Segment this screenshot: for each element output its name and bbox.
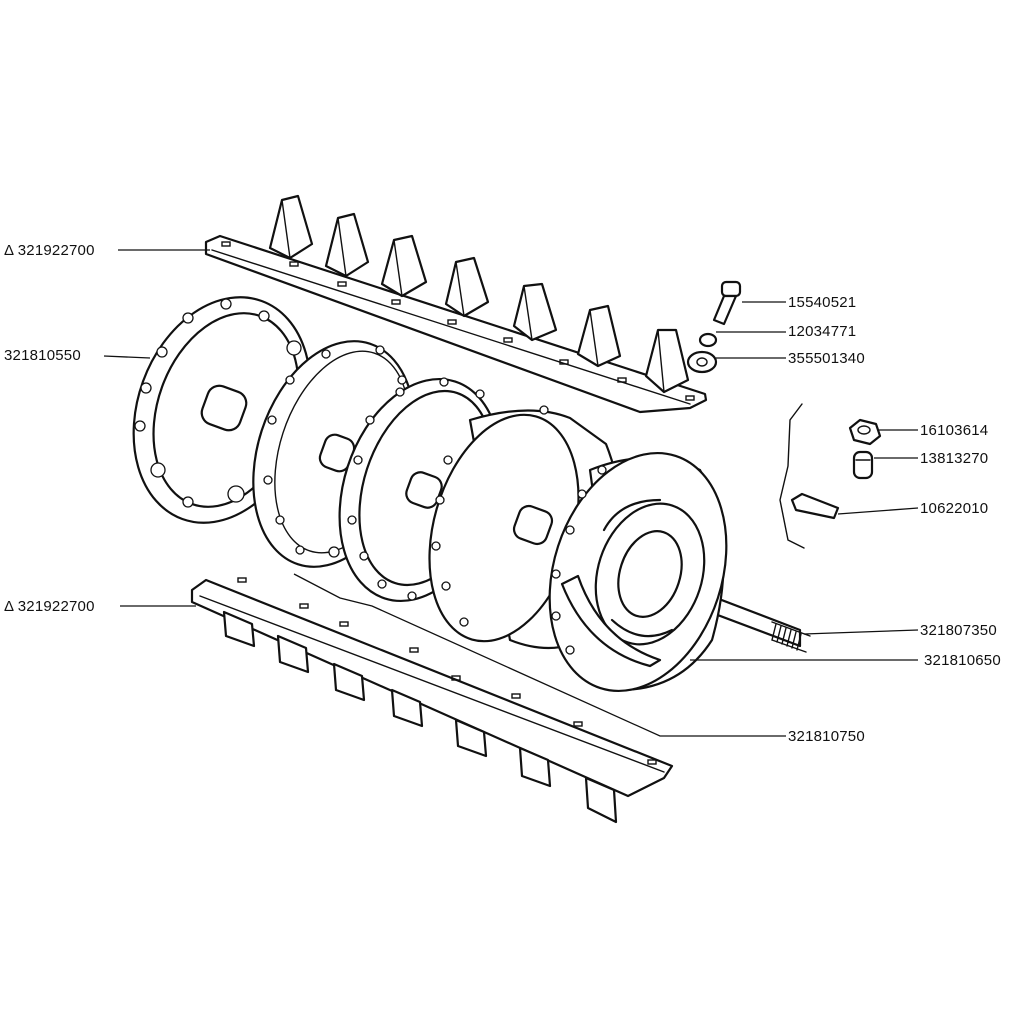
label-shaft: 321807350	[920, 622, 997, 639]
front-disc	[548, 452, 728, 692]
label-bolt: 15540521	[788, 294, 856, 311]
bottom-toothed-strip	[190, 577, 674, 824]
washer	[686, 350, 718, 374]
label-left-ring: 321810550	[4, 347, 81, 364]
label-bottom-strip: Δ 321922700	[4, 598, 95, 615]
label-key: 10622010	[920, 500, 988, 517]
shaft-thread	[771, 623, 802, 651]
lock-washer	[698, 332, 718, 348]
label-washer: 355501340	[788, 350, 865, 367]
bottom-strip-teeth	[222, 610, 618, 824]
label-spacer: 13813270	[920, 450, 988, 467]
inset-break-line	[779, 403, 805, 549]
top-toothed-strip	[204, 194, 708, 414]
label-front-disc: 321810650	[924, 652, 1001, 669]
label-top-strip: Δ 321922700	[4, 242, 95, 259]
label-nut: 16103614	[920, 422, 988, 439]
part-labels: Δ 321922700 321810550 15540521 12034771 …	[4, 242, 1001, 745]
leader-lines	[103, 249, 919, 737]
label-lock-washer: 12034771	[788, 323, 856, 340]
spacer	[852, 450, 874, 480]
nut	[848, 418, 882, 446]
key	[790, 492, 840, 520]
bolt	[712, 280, 742, 326]
strip-teeth	[268, 194, 690, 394]
label-drum-assembly: 321810750	[788, 728, 865, 745]
